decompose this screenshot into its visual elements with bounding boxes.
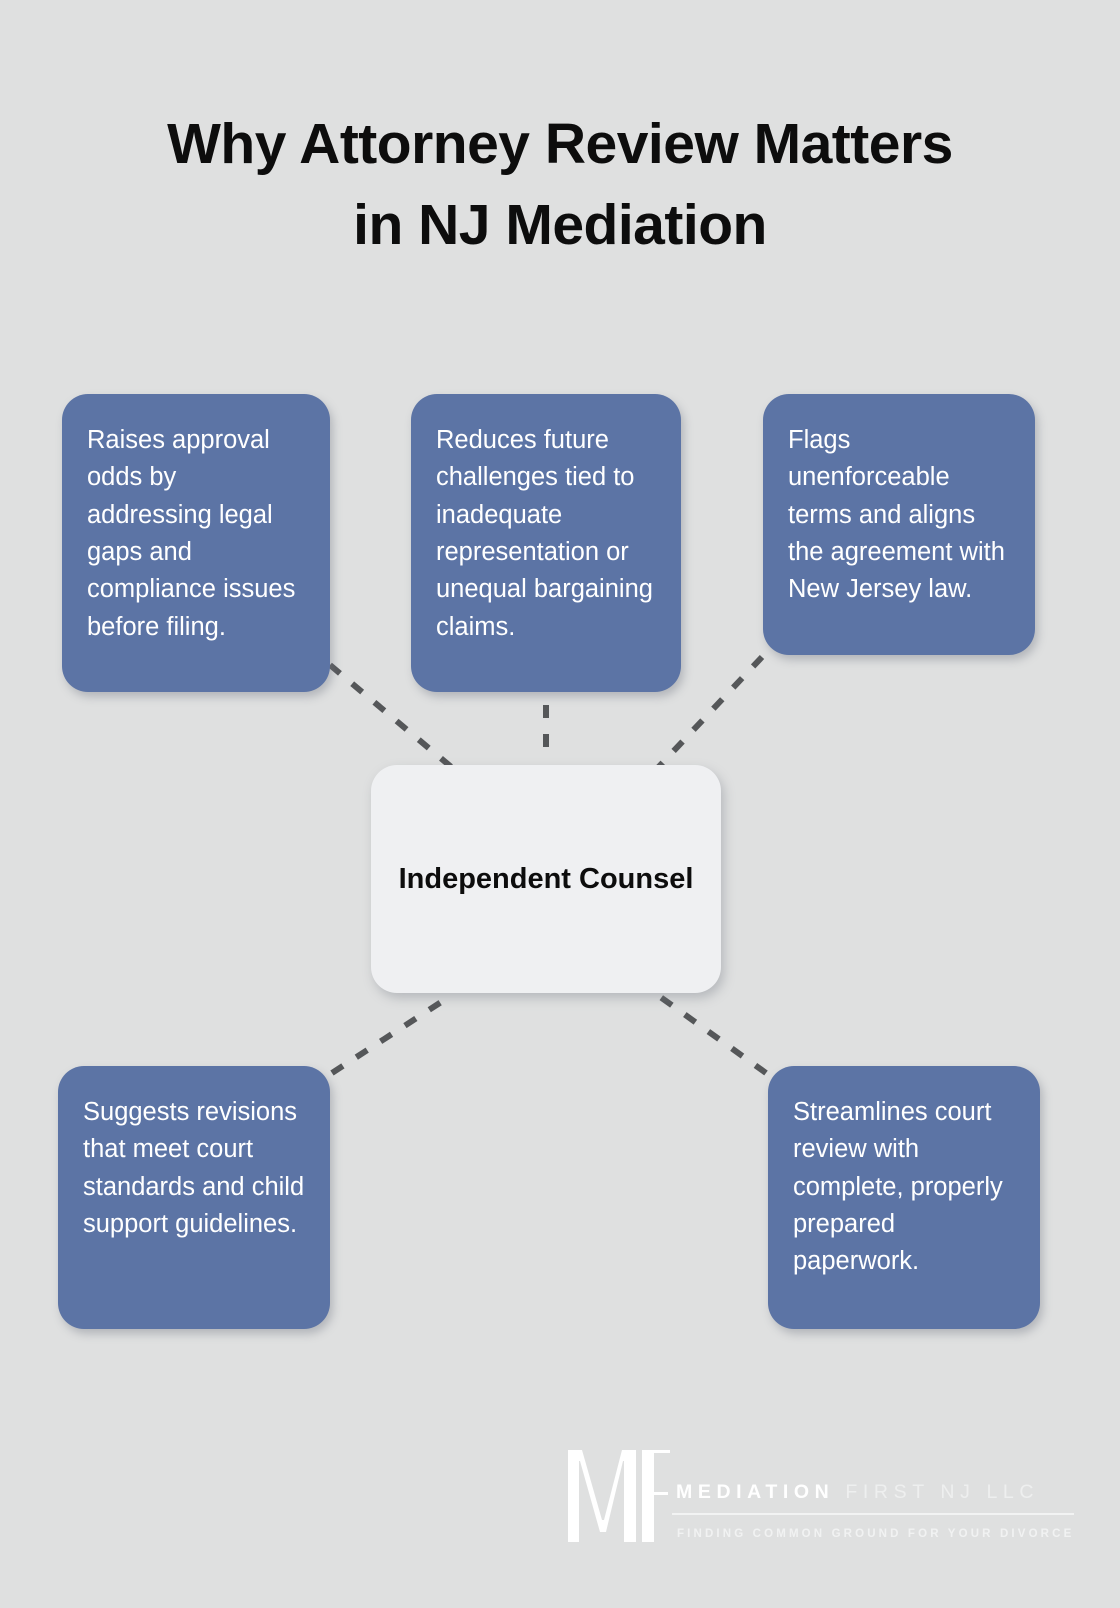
logo-tagline: FINDING COMMON GROUND FOR YOUR DIVORCE (677, 1528, 1075, 1540)
benefit-card-suggests-revisions[interactable]: Suggests revisions that meet court stand… (58, 1066, 330, 1329)
benefit-card-raises-approval-odds[interactable]: Raises approval odds by addressing legal… (62, 394, 330, 692)
page-title-line-1: Why Attorney Review Matters (167, 112, 953, 176)
logo-wordmark-bold: MEDIATION (676, 1480, 835, 1503)
logo-wordmark-light: FIRST NJ LLC (845, 1480, 1040, 1503)
logo-wordmark: MEDIATION FIRST NJ LLC (672, 1480, 1074, 1514)
page-title-line-2: in NJ Mediation (353, 192, 767, 257)
page-title: Why Attorney Review Matters in NJ Mediat… (60, 104, 1060, 266)
logo-divider (672, 1513, 1075, 1515)
center-node-independent-counsel[interactable]: Independent Counsel (371, 765, 721, 993)
benefit-card-text: Reduces future challenges tied to inadeq… (436, 426, 653, 641)
benefit-card-reduces-future-challenges[interactable]: Reduces future challenges tied to inadeq… (411, 394, 681, 692)
logo-text-block: MEDIATION FIRST NJ LLC FINDING COMMON GR… (672, 1480, 1075, 1543)
mf-monogram-icon (566, 1442, 672, 1542)
benefit-card-text: Suggests revisions that meet court stand… (83, 1098, 305, 1239)
brand-logo: MEDIATION FIRST NJ LLC FINDING COMMON GR… (566, 1437, 1075, 1542)
center-node-label: Independent Counsel (398, 862, 694, 895)
benefit-card-streamlines-court-review[interactable]: Streamlines court review with complete, … (768, 1066, 1040, 1329)
benefit-card-text: Raises approval odds by addressing legal… (87, 426, 296, 641)
benefit-card-flags-unenforceable-terms[interactable]: Flags unenforceable terms and aligns the… (763, 394, 1035, 655)
benefit-card-text: Streamlines court review with complete, … (793, 1098, 1003, 1276)
benefit-card-text: Flags unenforceable terms and aligns the… (788, 426, 1005, 604)
connector-card4-to-center (330, 992, 454, 1076)
connector-card5-to-center (657, 993, 768, 1076)
